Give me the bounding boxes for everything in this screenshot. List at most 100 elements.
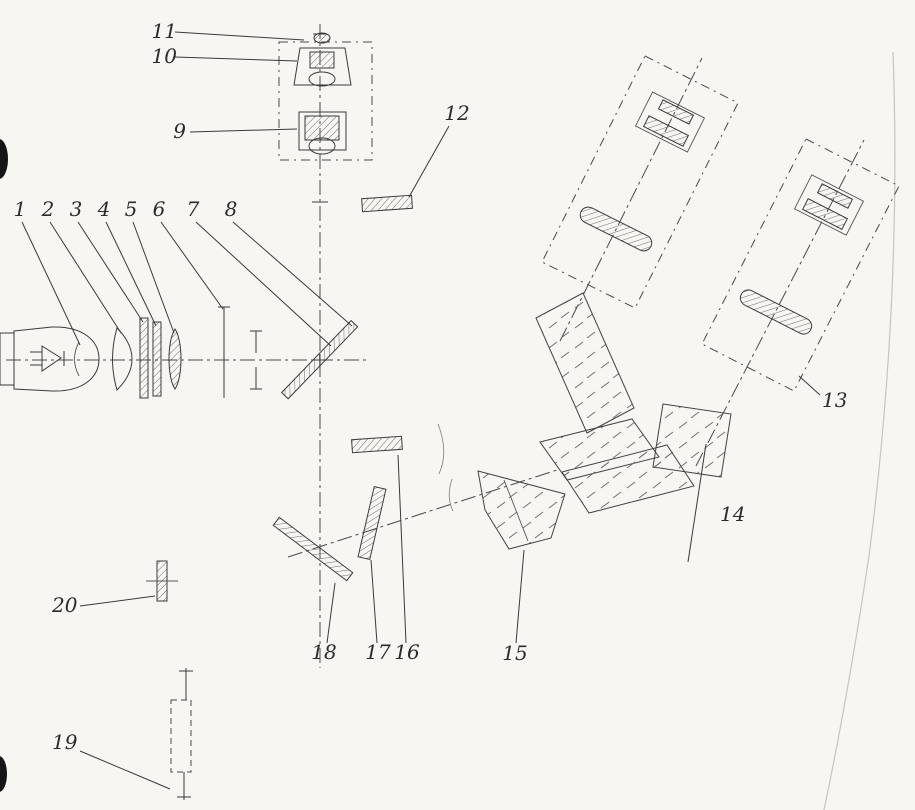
tube-1-eye-lens-group — [634, 91, 706, 153]
eyepiece-tube-2 — [701, 138, 900, 392]
binder-hole-top — [0, 139, 8, 179]
condenser-block-glass — [304, 115, 340, 141]
cup-lens — [308, 71, 336, 87]
label-17: 17 — [365, 640, 391, 664]
leader-14 — [687, 443, 707, 563]
stops-and-beamsplitter — [218, 306, 359, 400]
tilted-plate-17 — [357, 485, 387, 561]
label-12: 12 — [444, 101, 469, 125]
holder-19-dashed-body — [170, 699, 192, 773]
label-19: 19 — [52, 730, 78, 754]
leader-5 — [132, 221, 175, 334]
swing-arc-lower — [448, 478, 454, 512]
label-2: 2 — [41, 197, 55, 221]
swing-arcs — [437, 423, 454, 512]
label-15: 15 — [502, 641, 527, 665]
beamsplitter-plate-8 — [280, 319, 359, 400]
leader-16 — [397, 454, 407, 644]
condenser-group — [112, 317, 182, 399]
field-stop-6 — [218, 306, 230, 398]
leader-10 — [174, 56, 298, 62]
label-11: 11 — [152, 19, 177, 43]
lens-plate-3 — [139, 317, 149, 399]
condenser-block-lens — [308, 137, 336, 155]
lamp-housing-cup-10 — [293, 47, 352, 86]
meniscus-lens-2 — [112, 327, 133, 391]
leader-6 — [160, 221, 224, 310]
condenser-block-9 — [298, 111, 347, 151]
leader-7 — [195, 221, 332, 347]
prism-15 — [477, 470, 566, 550]
tube-2-eye-lens-group — [793, 174, 865, 236]
leader-3 — [77, 221, 144, 323]
label-6: 6 — [153, 197, 166, 221]
scan-artifacts — [0, 51, 896, 810]
leader-13 — [798, 375, 821, 396]
label-9: 9 — [173, 119, 186, 143]
small-elements — [146, 435, 403, 602]
prism-group — [477, 292, 732, 550]
label-20: 20 — [51, 593, 78, 617]
binder-hole-bottom — [0, 756, 7, 792]
rhomboid-prism — [535, 292, 635, 434]
leader-17 — [370, 559, 378, 644]
optical-axes — [6, 24, 865, 668]
tube-1-field-lens — [579, 206, 653, 252]
filter-glass — [361, 194, 413, 213]
leader-12 — [408, 125, 450, 198]
illuminator-head-assembly — [278, 32, 373, 161]
leader-2 — [49, 221, 122, 334]
reticle-plate-16 — [351, 435, 403, 454]
lamp-press-seal — [74, 341, 80, 377]
tube-2-outline — [701, 138, 900, 392]
label-16: 16 — [394, 640, 420, 664]
leader-19 — [79, 750, 171, 790]
leader-1 — [21, 221, 81, 346]
label-7: 7 — [187, 197, 200, 221]
fold-mirror-18 — [272, 516, 354, 582]
tube-2-eye-lens-a — [802, 197, 848, 231]
tube-1-eye-lens-b — [657, 99, 695, 125]
prism-14-cube — [652, 403, 732, 478]
lamp — [0, 326, 100, 392]
lamp-filament — [30, 345, 65, 372]
eyepiece-tube-1 — [541, 55, 739, 309]
leader-lines — [21, 31, 821, 790]
tube-2-mount — [793, 174, 865, 236]
page-edge-curve — [823, 51, 896, 810]
cup-filament-block — [309, 51, 335, 69]
prism-15-inner-face — [503, 479, 529, 542]
lamp-base — [0, 332, 15, 386]
filter-plate-12 — [361, 194, 413, 213]
label-4: 4 — [97, 197, 111, 221]
label-5: 5 — [125, 197, 138, 221]
leader-8 — [232, 221, 353, 327]
tube-2-eye-lens-b — [816, 183, 854, 209]
label-10: 10 — [152, 44, 178, 68]
label-8: 8 — [225, 197, 238, 221]
aperture-stop-7 — [250, 330, 262, 390]
label-13: 13 — [822, 388, 847, 412]
top-lens-11 — [313, 32, 331, 44]
swing-arc-upper — [437, 423, 445, 475]
biconvex-lens-5 — [168, 328, 182, 390]
holder-19-pins — [177, 668, 193, 800]
leader-11 — [174, 31, 305, 41]
part-labels: 1 2 3 4 5 6 7 8 9 10 11 12 13 14 15 16 1… — [14, 19, 848, 754]
label-14: 14 — [720, 502, 745, 526]
holder-19 — [170, 668, 193, 800]
tube-2-field-lens — [739, 289, 813, 335]
tube-1-eye-lens-a — [642, 115, 690, 147]
leader-9 — [189, 128, 298, 133]
lamp-bulb — [13, 326, 100, 392]
lens-plate-4 — [152, 321, 162, 397]
tube-1-outline — [541, 55, 739, 309]
leader-15 — [515, 549, 525, 644]
leader-18 — [326, 582, 336, 644]
tube-1-mount — [634, 91, 706, 153]
leader-4 — [105, 221, 157, 327]
label-1: 1 — [14, 197, 27, 221]
label-18: 18 — [311, 640, 336, 664]
